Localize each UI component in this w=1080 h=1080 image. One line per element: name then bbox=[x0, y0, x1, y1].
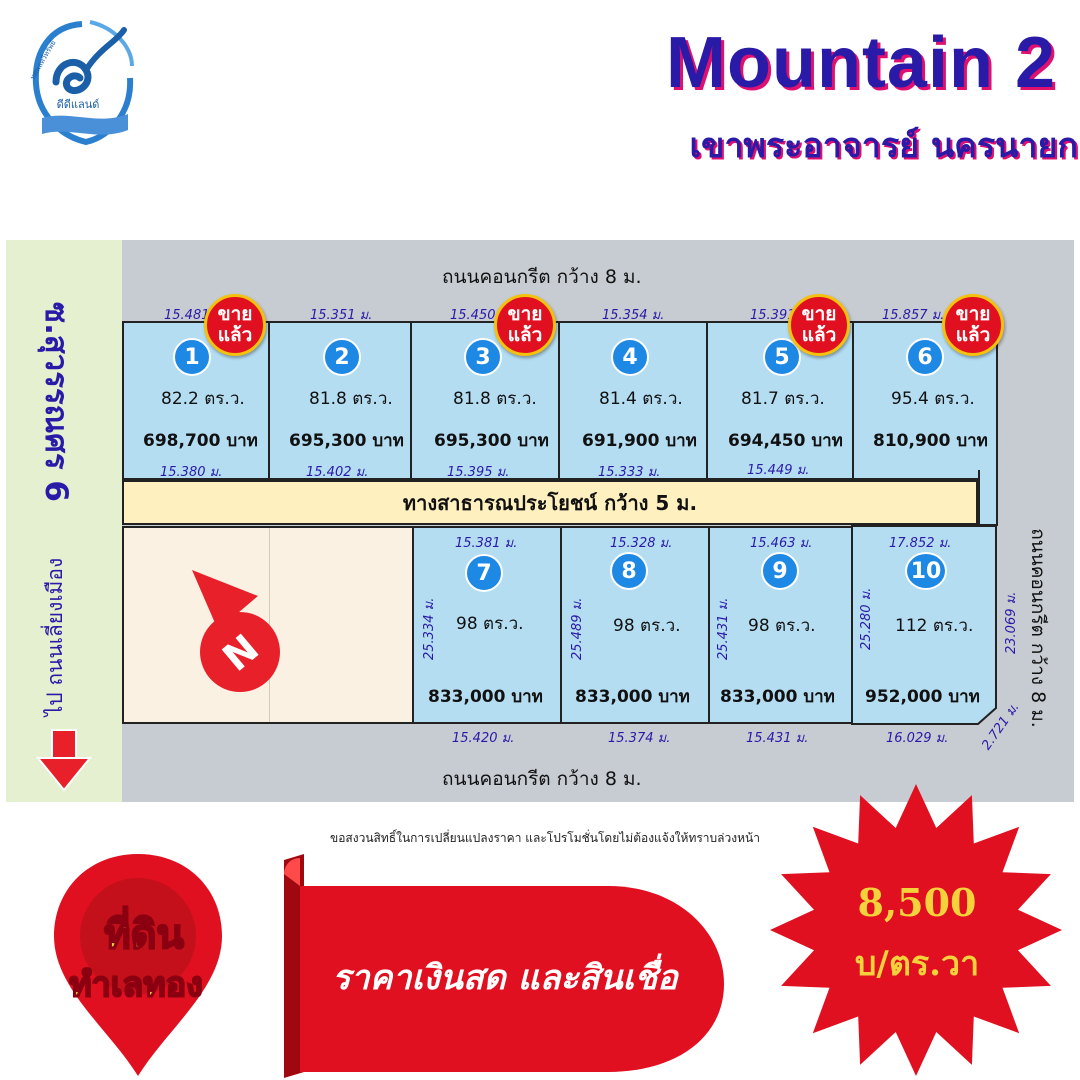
plot-number-2: 2 bbox=[323, 338, 361, 376]
plot-area-6: 95.4 ตร.ว. bbox=[891, 389, 975, 409]
public-easement: ทางสาธารณประโยชน์ กว้าง 5 ม. bbox=[122, 480, 978, 525]
dim-bottom-4: 15.333 ม. bbox=[598, 465, 661, 480]
soi-strip bbox=[6, 240, 122, 802]
dim-bottom-7: 15.420 ม. bbox=[452, 731, 515, 746]
banner-text: ราคาเงินสด และสินเชื่อ bbox=[332, 958, 678, 998]
plot-area-1: 82.2 ตร.ว. bbox=[161, 389, 245, 409]
plot-area-8: 98 ตร.ว. bbox=[613, 616, 681, 636]
north-arrow-icon: N bbox=[192, 570, 280, 692]
road-top-label: ถนนคอนกรีต กว้าง 8 ม. bbox=[442, 266, 642, 288]
plot-area-3: 81.8 ตร.ว. bbox=[453, 389, 537, 409]
dim-side-10: 25.280 ม. bbox=[859, 587, 874, 650]
plot-price-7: 833,000 บาท bbox=[428, 687, 543, 707]
road-bottom-label: ถนนคอนกรีต กว้าง 8 ม. bbox=[442, 768, 642, 790]
dim-top-6: 15.857 ม. bbox=[882, 308, 945, 323]
arrow-down-icon bbox=[36, 729, 92, 792]
project-location: เขาพระอาจารย์ นครนายก bbox=[689, 126, 1078, 166]
plot-number-6: 6 bbox=[906, 338, 944, 376]
dim-bottom-1: 15.380 ม. bbox=[160, 465, 223, 480]
plot-price-9: 833,000 บาท bbox=[720, 687, 835, 707]
location-pin-icon: ที่ดิน ทำเลทอง bbox=[54, 854, 222, 1076]
price-burst bbox=[770, 784, 1062, 1076]
plot-number-10: 10 bbox=[905, 552, 947, 590]
dim-side-9: 25.431 ม. bbox=[716, 597, 731, 660]
dim-bottom-8: 15.374 ม. bbox=[608, 731, 671, 746]
plot-number-8: 8 bbox=[610, 552, 648, 590]
dim-right-side: 23.069 ม. bbox=[1004, 591, 1019, 654]
plot-area-9: 98 ตร.ว. bbox=[748, 616, 816, 636]
plot-number-3: 3 bbox=[464, 338, 502, 376]
plot-price-3: 695,300 บาท bbox=[434, 431, 549, 451]
sold-badge-5: ขายแล้ว bbox=[788, 294, 850, 356]
price-per-unit: 8,500 bbox=[857, 880, 977, 925]
road-right-label: ถนนคอนกรีต กว้าง 8 ม. bbox=[1027, 528, 1049, 728]
plot-number-9: 9 bbox=[761, 552, 799, 590]
dim-bottom-2: 15.402 ม. bbox=[306, 465, 369, 480]
plot-area-5: 81.7 ตร.ว. bbox=[741, 389, 825, 409]
badge-line1: ที่ดิน bbox=[104, 906, 184, 958]
sold-badge-1: ขายแล้ว bbox=[204, 294, 266, 356]
plot-price-1: 698,700 บาท bbox=[143, 431, 258, 451]
dim-top-2: 15.351 ม. bbox=[310, 308, 373, 323]
plot-area-7: 98 ตร.ว. bbox=[456, 614, 524, 634]
plot-area-2: 81.8 ตร.ว. bbox=[309, 389, 393, 409]
sold-badge-3: ขายแล้ว bbox=[494, 294, 556, 356]
plot-area-4: 81.4 ตร.ว. bbox=[599, 389, 683, 409]
plot-number-4: 4 bbox=[611, 338, 649, 376]
plot-price-5: 694,450 บาท bbox=[728, 431, 843, 451]
logo-text-bottom: ดีดีแลนด์ bbox=[57, 98, 100, 111]
plot-price-10: 952,000 บาท bbox=[865, 687, 980, 707]
price-unit: บ/ตร.วา bbox=[854, 944, 980, 984]
dim-side-8: 25.489 ม. bbox=[570, 597, 585, 660]
plot-price-4: 691,900 บาท bbox=[582, 431, 697, 451]
project-title: Mountain 2 bbox=[666, 23, 1056, 103]
plot-6-strip bbox=[978, 470, 998, 526]
dim-top-7: 15.381 ม. bbox=[455, 536, 518, 551]
plot-price-8: 833,000 บาท bbox=[575, 687, 690, 707]
sold-badge-6: ขายแล้ว bbox=[942, 294, 1004, 356]
dim-bottom-9: 15.431 ม. bbox=[746, 731, 809, 746]
plot-area-10: 112 ตร.ว. bbox=[895, 616, 974, 636]
dim-top-9: 15.463 ม. bbox=[750, 536, 813, 551]
plot-number-7: 7 bbox=[465, 554, 503, 592]
dim-top-8: 15.328 ม. bbox=[610, 536, 673, 551]
dim-bottom-10: 16.029 ม. bbox=[886, 731, 949, 746]
disclaimer: ขอสงวนสิทธิ์ในการเปลี่ยนแปลงราคา และโปรโ… bbox=[330, 831, 760, 845]
dim-bottom-3: 15.395 ม. bbox=[447, 465, 510, 480]
plot-10[interactable] bbox=[850, 524, 998, 726]
plot-price-6: 810,900 บาท bbox=[873, 431, 988, 451]
plot-price-2: 695,300 บาท bbox=[289, 431, 404, 451]
dim-top-10: 17.852 ม. bbox=[889, 536, 952, 551]
company-logo: ดีดีแลนด์ ทศพลทวีทรัพย์ bbox=[29, 20, 134, 146]
dim-side-7: 25.334 ม. bbox=[422, 597, 437, 660]
price-banner bbox=[284, 854, 724, 1078]
plot-number-1: 1 bbox=[173, 338, 211, 376]
badge-line2: ทำเลทอง bbox=[69, 965, 202, 1005]
dim-top-4: 15.354 ม. bbox=[602, 308, 665, 323]
dim-bottom-5: 15.449 ม. bbox=[747, 463, 810, 478]
